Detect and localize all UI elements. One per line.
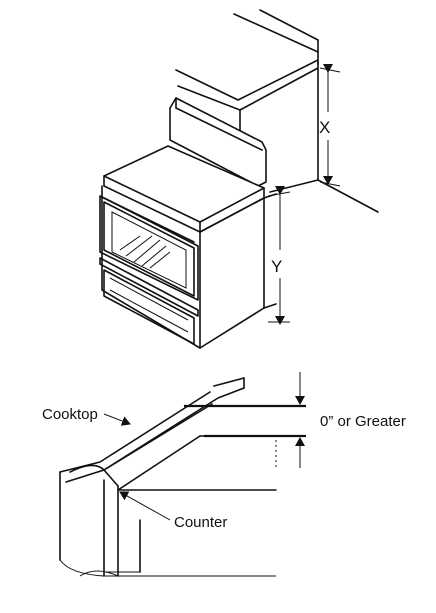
range-figure: X	[99, 9, 379, 349]
callouts: Cooktop Counter	[42, 406, 227, 531]
oven-glass-reflection	[119, 235, 171, 269]
range	[99, 97, 277, 349]
counter-label: Counter	[174, 514, 227, 531]
dimension-x: X	[319, 64, 341, 187]
clearance-figure: 0” or Greater Cooktop Counter	[42, 372, 406, 577]
upper-cabinet	[175, 9, 379, 213]
cooktop-label: Cooktop	[42, 406, 98, 423]
clearance-label: 0” or Greater	[320, 413, 406, 430]
dimension-y-label: Y	[271, 257, 282, 276]
dimension-y: Y	[267, 186, 291, 325]
clearance-dimension: 0” or Greater	[184, 372, 406, 468]
dimension-x-label: X	[319, 118, 330, 137]
cooktop-edge	[59, 377, 276, 577]
